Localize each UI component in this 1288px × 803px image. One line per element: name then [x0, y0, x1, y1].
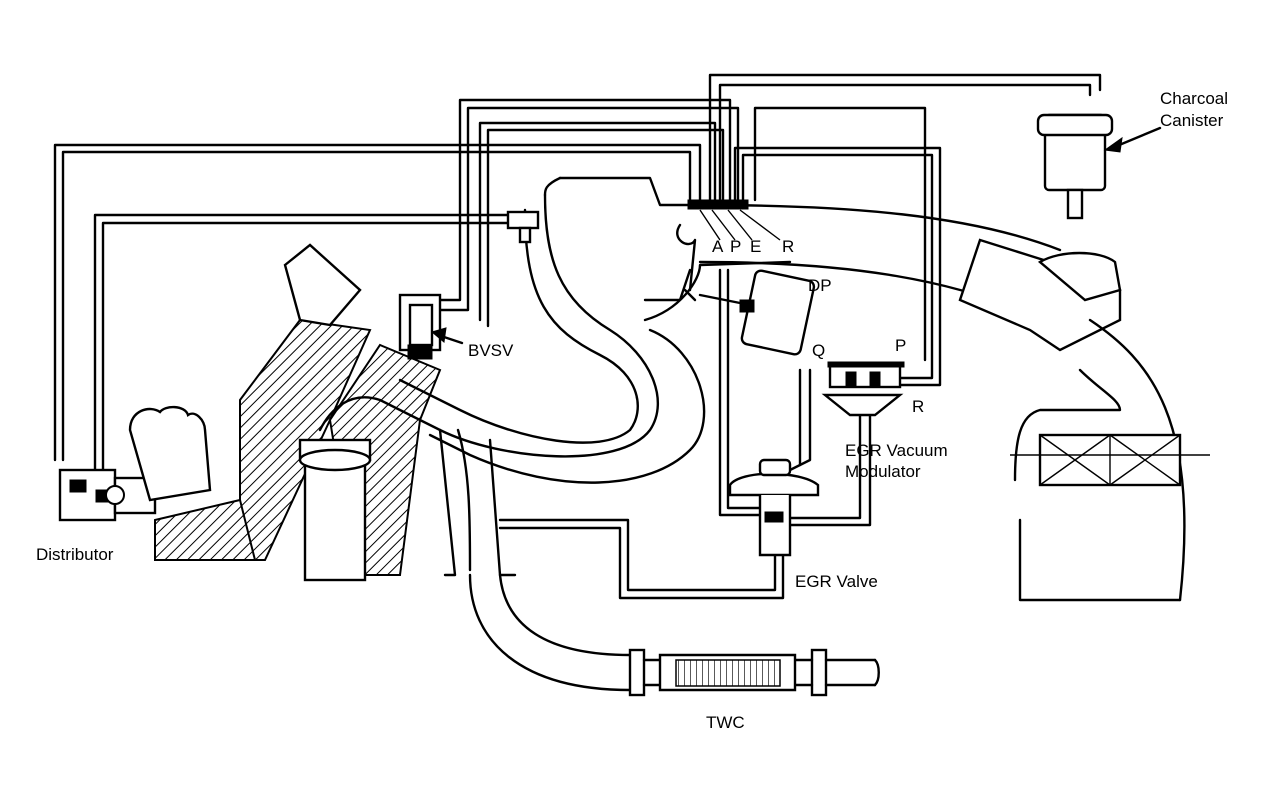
label-modulator-p: P [895, 336, 906, 355]
throttle-ports [676, 199, 781, 302]
label-egr-valve: EGR Valve [795, 572, 878, 591]
label-bvsv: BVSV [468, 341, 514, 360]
label-port-a: A [712, 237, 724, 256]
throttle-sensor [506, 210, 540, 244]
label-modulator-q: Q [812, 341, 825, 360]
label-charcoal-canister-1: Charcoal [1160, 89, 1228, 108]
label-dp: DP [808, 276, 832, 295]
diagram-labels: Charcoal Canister A P E R DP BVSV Q P R … [36, 89, 1228, 732]
engine-block [154, 243, 442, 582]
label-port-r: R [782, 237, 794, 256]
bvsv [398, 293, 464, 360]
label-egr-modulator-1: EGR Vacuum [845, 441, 948, 460]
air-intake-tube [958, 238, 1210, 602]
label-twc: TWC [706, 713, 745, 732]
vacuum-hoses [53, 73, 1102, 600]
egr-valve [728, 458, 820, 557]
label-port-p: P [730, 237, 741, 256]
label-charcoal-canister-2: Canister [1160, 111, 1224, 130]
exhaust-pipe [438, 428, 880, 697]
charcoal-canister [1036, 113, 1162, 220]
twc-catalytic-converter [658, 653, 797, 692]
label-port-e: E [750, 237, 761, 256]
distributor [58, 405, 212, 522]
dashpot [698, 269, 816, 356]
label-modulator-r: R [912, 397, 924, 416]
label-egr-modulator-2: Modulator [845, 462, 921, 481]
egr-vacuum-modulator [821, 361, 905, 417]
label-distributor: Distributor [36, 545, 114, 564]
